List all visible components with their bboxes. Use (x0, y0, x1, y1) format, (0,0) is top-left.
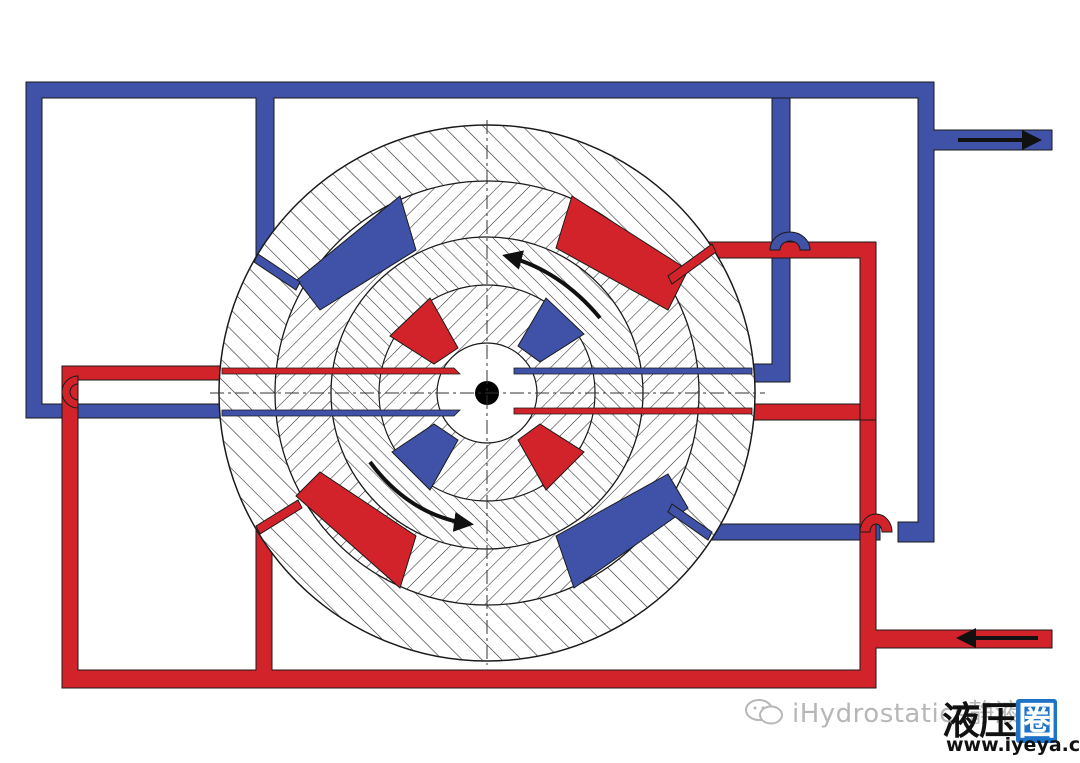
outer-chambers (253, 195, 717, 589)
chamber-lower-left-red (295, 471, 417, 589)
port-lower-right (667, 503, 713, 541)
port-lower-left (255, 499, 303, 535)
passage-blue-upper (513, 367, 753, 375)
pipe-crossovers (61, 231, 893, 533)
brand-url: www.iyeya.cn (946, 734, 1080, 756)
watermark: iHydrostatics静液压 (744, 693, 1048, 730)
crossover-lower-right (859, 513, 893, 533)
watermark-text: iHydrostatics静液压 (792, 699, 1048, 729)
pump-body (210, 120, 765, 665)
internal-passages (221, 367, 753, 417)
chamber-upper-left-blue (296, 195, 417, 311)
inner-chamber-upper-right-blue (517, 297, 585, 363)
crossover-left (61, 375, 79, 409)
inner-chamber-lower-left-blue (391, 423, 459, 491)
rotation-arrow-icon (368, 460, 474, 532)
crossover-upper-right (769, 231, 811, 251)
inner-chambers (389, 297, 585, 491)
port-upper-right (667, 243, 717, 285)
port-upper-left (253, 253, 301, 291)
chamber-lower-right-blue (555, 473, 689, 589)
flow-arrows (956, 130, 1042, 648)
passage-red-upper (221, 367, 461, 375)
passage-blue-lower (221, 409, 461, 417)
blue-lower-right-port-line (705, 523, 881, 541)
rotation-arrow-icon (502, 250, 602, 320)
blue-outer-loop (25, 81, 1053, 543)
brand-name: 液压圈 (942, 699, 1058, 743)
brand-logo: 液压圈 www.iyeya.cn (940, 690, 1080, 760)
wechat-icon (745, 698, 783, 724)
chamber-upper-right-red (555, 195, 689, 311)
passage-red-lower (513, 407, 753, 415)
inner-chamber-lower-right-red (517, 423, 585, 491)
inner-chamber-upper-left-red (389, 297, 459, 365)
